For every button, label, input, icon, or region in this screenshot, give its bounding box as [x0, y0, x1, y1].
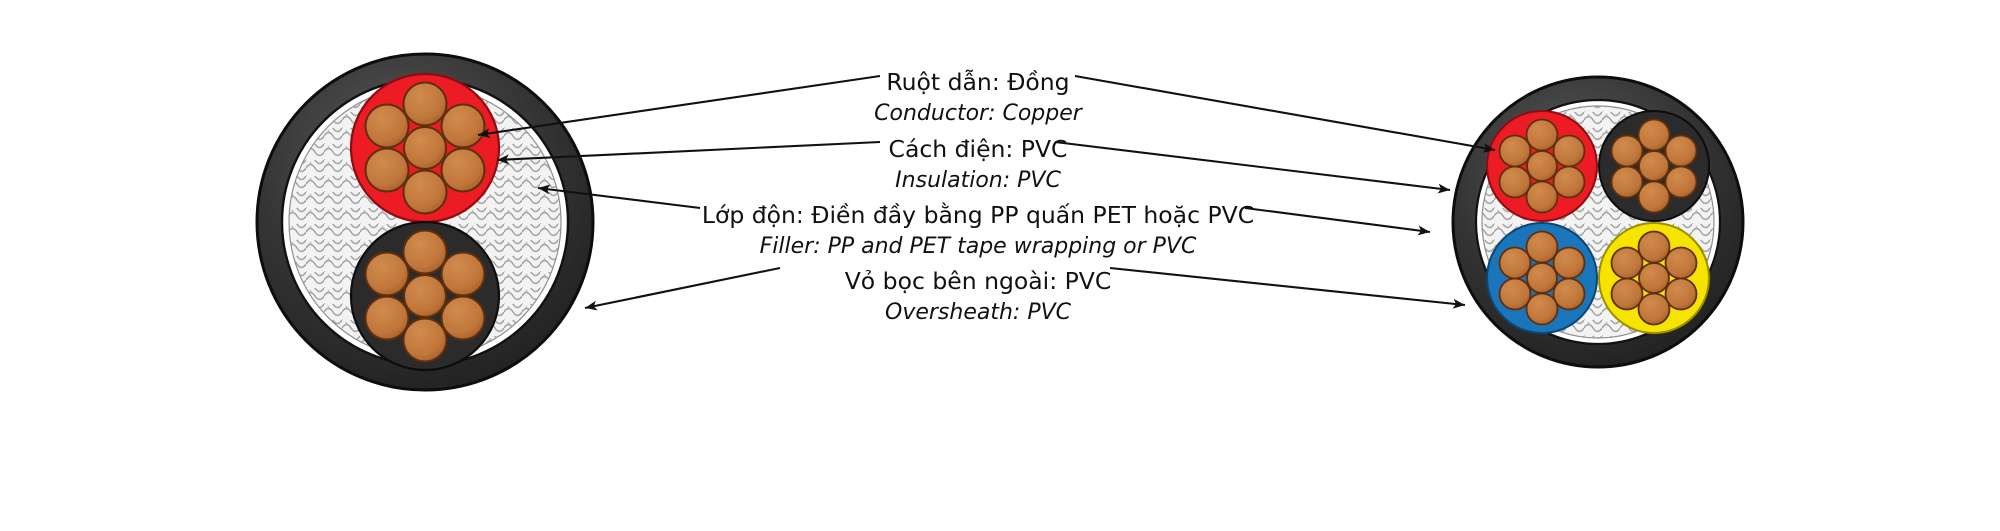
right-cable: [1451, 75, 1745, 369]
right-cable-core-red: [1486, 110, 1598, 222]
label-group-oversheath: Vỏ bọc bên ngoài: PVC Oversheath: PVC: [845, 267, 1112, 325]
label-insulation-en: Insulation: PVC: [895, 168, 1061, 193]
leader-filler-left: [537, 184, 701, 210]
label-group-conductor: Ruột dẫn: Đồng Conductor: Copper: [874, 68, 1084, 126]
copper-strands-yellow: [1610, 230, 1698, 326]
leader-filler-right: [1244, 206, 1431, 236]
copper-strands-blue: [1498, 230, 1586, 326]
label-filler-vi: Lớp độn: Điền đầy bằng PP quấn PET hoặc …: [702, 201, 1254, 229]
label-conductor-en: Conductor: Copper: [874, 101, 1084, 126]
leader-oversheath-left: [584, 266, 781, 311]
left-cable-core-black: [349, 220, 501, 372]
label-oversheath-vi: Vỏ bọc bên ngoài: PVC: [845, 267, 1112, 295]
copper-strands-red: [1498, 118, 1586, 214]
right-cable-core-yellow: [1598, 222, 1710, 334]
leader-conductor-left: [477, 74, 881, 139]
label-conductor-vi: Ruột dẫn: Đồng: [886, 68, 1069, 96]
leader-lines: [477, 74, 1496, 311]
label-group-filler: Lớp độn: Điền đầy bằng PP quấn PET hoặc …: [702, 201, 1254, 259]
copper-strands-black: [364, 229, 486, 363]
leader-conductor-right: [1074, 74, 1496, 153]
leader-insulation-right: [1054, 140, 1451, 194]
right-cable-core-blue: [1486, 222, 1598, 334]
label-oversheath-en: Oversheath: PVC: [885, 300, 1072, 325]
label-filler-en: Filler: PP and PET tape wrapping or PVC: [760, 234, 1197, 259]
right-cable-core-black: [1598, 110, 1710, 222]
left-cable: [255, 52, 595, 392]
copper-strands-red: [364, 81, 486, 215]
label-insulation-vi: Cách điện: PVC: [889, 135, 1068, 163]
copper-strands-black: [1610, 118, 1698, 214]
leader-insulation-left: [496, 140, 881, 165]
label-group-insulation: Cách điện: PVC Insulation: PVC: [889, 135, 1068, 193]
leader-oversheath-right: [1109, 266, 1466, 309]
left-cable-core-red: [349, 72, 501, 224]
